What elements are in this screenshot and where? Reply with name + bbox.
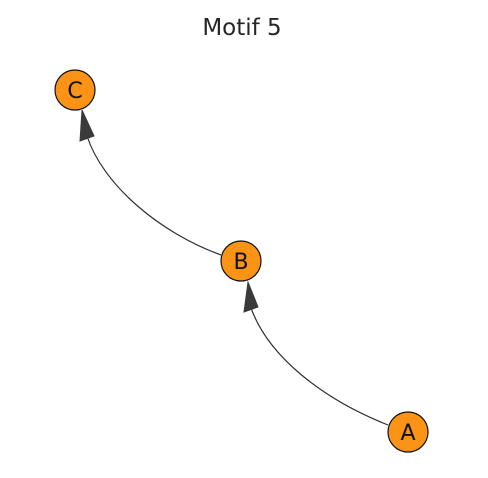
diagram-title: Motif 5 xyxy=(202,15,281,41)
node-c-circle xyxy=(54,69,96,111)
edge-a-to-b xyxy=(243,280,389,426)
edge-a-to-b-line xyxy=(250,307,389,426)
edge-a-to-b-arrowhead xyxy=(243,280,259,313)
node-b-circle xyxy=(220,240,262,282)
edge-b-to-c-line xyxy=(86,135,222,256)
edge-b-to-c-arrowhead xyxy=(79,109,95,142)
node-c: C xyxy=(54,69,96,111)
node-c-label: C xyxy=(67,79,82,104)
node-a-label: A xyxy=(400,421,415,446)
edge-b-to-c xyxy=(79,109,222,256)
node-a: A xyxy=(387,411,429,453)
node-a-circle xyxy=(387,411,429,453)
node-b-label: B xyxy=(233,250,248,275)
node-b: B xyxy=(220,240,262,282)
